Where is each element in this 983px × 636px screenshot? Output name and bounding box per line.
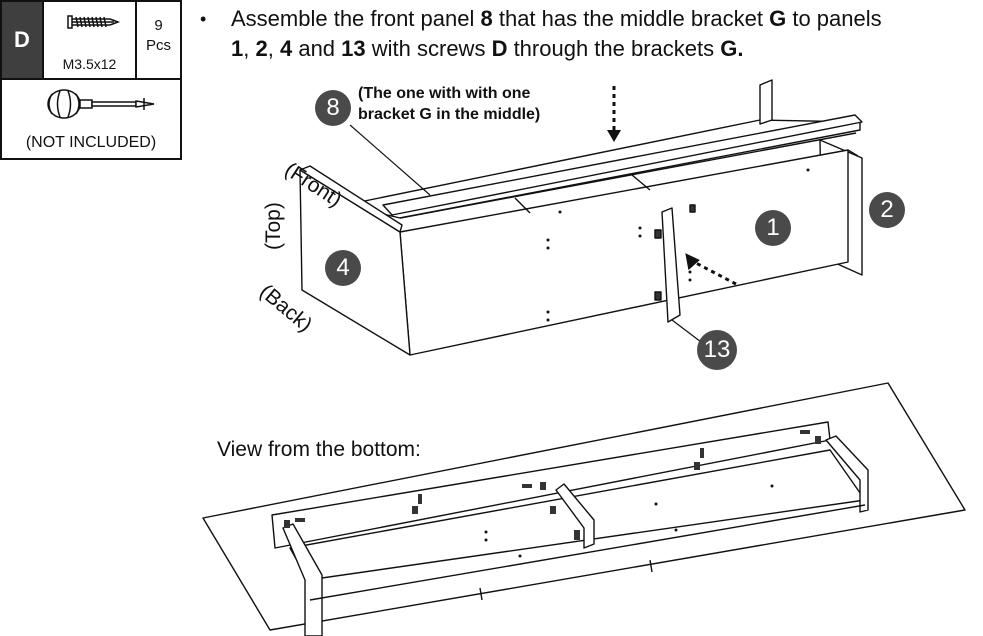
- screw-icon: [67, 15, 121, 29]
- screwdriver-icon: [47, 89, 155, 119]
- panel-8-shape: [382, 114, 863, 216]
- instruction-segment: ,: [267, 36, 280, 61]
- callout-panel-4: 4: [325, 250, 361, 286]
- panel-13-shape: [661, 207, 681, 323]
- callout-panel-8: 8: [315, 90, 351, 126]
- instruction-segment: that has the middle bracket: [492, 6, 770, 31]
- instruction-segment: D: [491, 36, 508, 61]
- instruction-segment: 4: [279, 36, 293, 61]
- instruction-line-1: Assemble the front panel 8 that has the …: [231, 4, 882, 34]
- instruction-segment: with screws: [365, 36, 492, 61]
- instruction-line-2: 1, 2, 4 and 13 with screws D through the…: [231, 34, 743, 64]
- instruction-segment: to panels: [786, 6, 882, 31]
- screw-size-label: M3.5x12: [62, 56, 117, 72]
- instruction-segment: G.: [720, 36, 744, 61]
- bullet: •: [200, 9, 207, 29]
- instruction-segment: 2: [255, 36, 268, 61]
- quantity-unit: Pcs: [145, 37, 171, 54]
- tool-note: (NOT INCLUDED): [25, 134, 157, 151]
- panel-8-note-line-1: (The one with with one: [358, 85, 531, 102]
- callout-panel-13: 13: [697, 330, 737, 370]
- instruction-segment: 1: [231, 36, 244, 61]
- callout-panel-1: 1: [755, 210, 791, 246]
- callout-panel-2: 2: [869, 192, 905, 228]
- instruction-segment: ,: [243, 36, 256, 61]
- quantity-cell: 9 Pcs: [135, 0, 182, 80]
- bottom-view-caption: View from the bottom:: [217, 438, 421, 461]
- hardware-letter: D: [0, 0, 44, 80]
- panel-8-note-line-2: bracket G in the middle): [358, 106, 541, 123]
- instruction-segment: and: [292, 36, 342, 61]
- bottom-view-drawing: [202, 382, 966, 636]
- panel-8-note: (The one with with one bracket G in the …: [358, 83, 540, 125]
- instruction-segment: 8: [480, 6, 493, 31]
- label-top: (Top): [262, 202, 285, 250]
- instruction-segment: Assemble the front panel: [231, 6, 481, 31]
- hardware-table: D M3.5x12 9 Pcs: [0, 0, 182, 160]
- screw-cell: M3.5x12: [42, 0, 137, 80]
- instruction-segment: G: [769, 6, 787, 31]
- tool-cell: (NOT INCLUDED): [0, 78, 182, 160]
- bottom-view-screws: [284, 430, 821, 540]
- quantity-number: 9: [154, 17, 163, 34]
- instruction-segment: 13: [341, 36, 366, 61]
- instruction-segment: through the brackets: [507, 36, 721, 61]
